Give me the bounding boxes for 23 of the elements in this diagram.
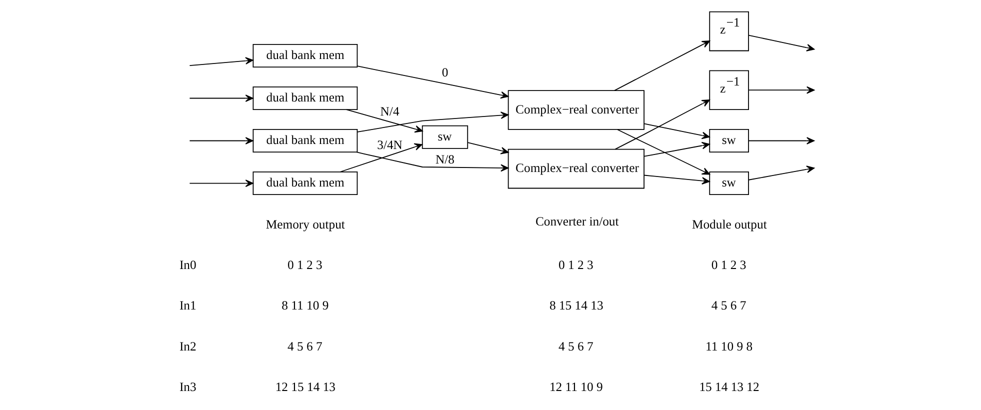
edge-label: 0 — [442, 66, 448, 80]
label: 11 10 9 8 — [706, 339, 753, 354]
label: 0 1 2 3 — [558, 258, 594, 272]
label: In2 — [179, 339, 196, 354]
label: In0 — [179, 258, 196, 272]
label: Module output — [692, 217, 767, 232]
label: Memory output — [266, 217, 345, 232]
edge-label: 3/4N — [377, 138, 402, 152]
label: 12 11 10 9 — [549, 380, 603, 394]
label: In3 — [179, 380, 196, 394]
label: In1 — [179, 298, 196, 313]
label: Converter in/out — [535, 214, 619, 229]
label: 4 5 6 7 — [711, 298, 746, 313]
label: 15 14 13 12 — [699, 380, 760, 394]
label: 8 11 10 9 — [282, 298, 329, 313]
label: 4 5 6 7 — [288, 339, 322, 354]
edge-label: N/8 — [435, 152, 454, 167]
edge-label: N/4 — [380, 104, 400, 119]
label: 0 1 2 3 — [288, 258, 322, 272]
label: 8 15 14 13 — [549, 298, 604, 313]
label: 0 1 2 3 — [711, 258, 746, 272]
label: 12 15 14 13 — [275, 380, 336, 394]
label: 4 5 6 7 — [558, 339, 594, 354]
